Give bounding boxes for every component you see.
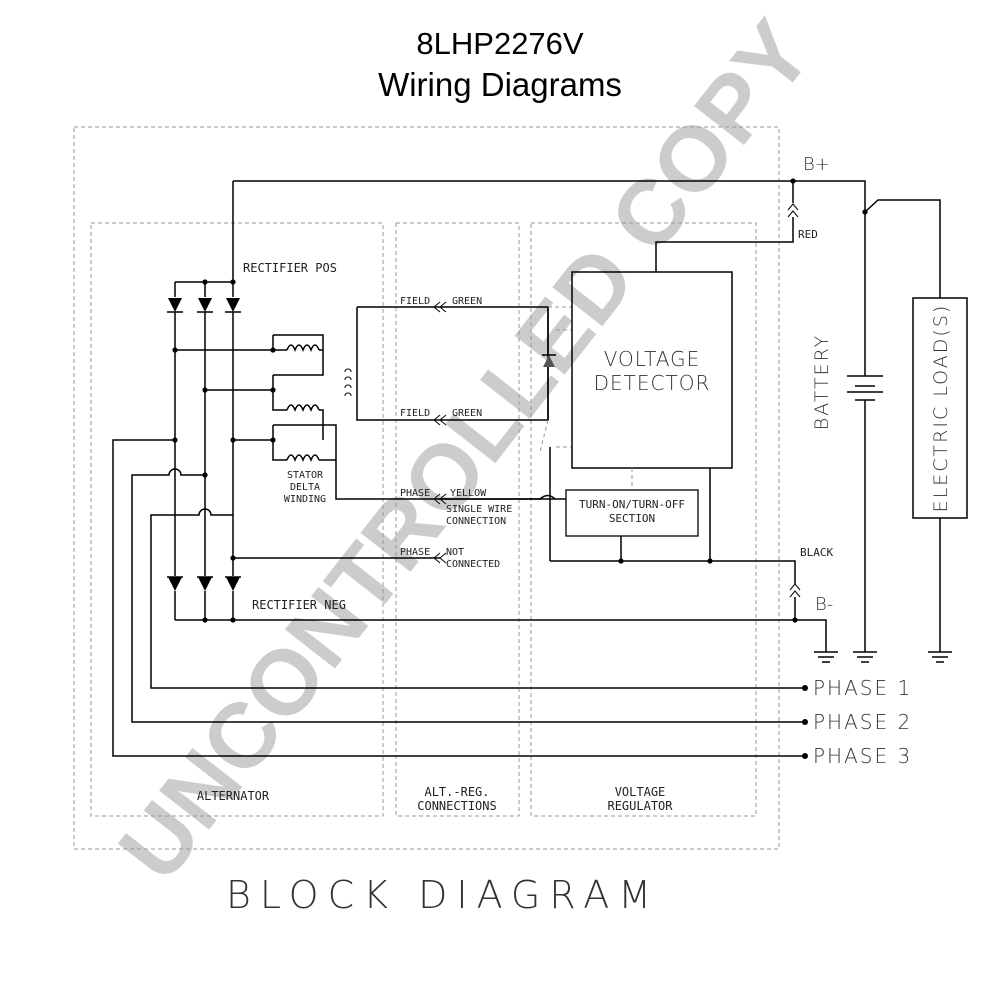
- b-minus-wiring: [175, 468, 827, 652]
- phase1-label: PHASE 1: [813, 676, 912, 700]
- connections-label-2: CONNECTIONS: [417, 799, 496, 813]
- diode-columns: [172, 312, 236, 576]
- yellow-label: YELLOW: [450, 488, 487, 499]
- turn-on-section-box: [565, 489, 699, 537]
- alternator-section: [90, 222, 384, 817]
- phase-yellow-wire: [433, 447, 566, 561]
- regulator-section: [530, 222, 757, 817]
- field-bottom-label: FIELD: [400, 408, 430, 419]
- green-top-label: GREEN: [452, 296, 482, 307]
- single-wire-label-2: CONNECTION: [446, 516, 506, 527]
- alternator-label: ALTERNATOR: [197, 789, 270, 803]
- stator-label-3: WINDING: [284, 494, 326, 505]
- stator-label-1: STATOR: [287, 470, 324, 481]
- model-title: 8LHP2276V: [416, 26, 584, 61]
- b-plus-label: B+: [803, 154, 830, 175]
- outer-border: [73, 126, 780, 850]
- connections-label-1: ALT.-REG.: [424, 785, 489, 799]
- phase2-label: PHASE 2: [813, 710, 912, 734]
- b-plus-wiring: [174, 178, 941, 360]
- turn-on-label-2: SECTION: [609, 512, 655, 525]
- phase-not-connected-wire: [233, 552, 447, 564]
- black-label: BLACK: [800, 546, 833, 559]
- not-connected-label-1: NOT: [446, 547, 464, 558]
- rectifier-pos-label: RECTIFIER POS: [243, 261, 337, 275]
- rectifier-neg-label: RECTIFIER NEG: [252, 598, 346, 612]
- not-connected-label-2: CONNECTED: [446, 559, 500, 570]
- battery-symbol: [847, 360, 883, 401]
- rectifier-neg-diodes: [167, 576, 241, 620]
- watermark-text: UNCONTROLLED COPY: [100, 3, 832, 900]
- electric-load-label: ELECTRIC LOAD(S): [930, 304, 952, 513]
- stator-label-2: DELTA: [290, 482, 320, 493]
- battery-label: BATTERY: [811, 334, 833, 430]
- block-diagram-caption: BLOCK DIAGRAM: [226, 873, 660, 917]
- connections-section: [395, 222, 520, 817]
- rectifier-pos-diodes: [167, 298, 241, 313]
- electric-load-box: [912, 297, 968, 519]
- regulator-label-2: REGULATOR: [607, 799, 673, 813]
- phase-output-wiring: [112, 439, 808, 759]
- green-bottom-label: GREEN: [452, 408, 482, 419]
- phase-yellow-label: PHASE: [400, 488, 430, 499]
- voltage-detector-label-2: DETECTOR: [594, 371, 711, 395]
- regulator-label-1: VOLTAGE: [615, 785, 666, 799]
- red-label: RED: [798, 228, 818, 241]
- ground-symbols: [814, 400, 952, 663]
- phase3-label: PHASE 3: [813, 744, 912, 768]
- page-subtitle: Wiring Diagrams: [378, 66, 622, 103]
- field-top-label: FIELD: [400, 296, 430, 307]
- voltage-detector-box: [571, 271, 733, 469]
- phase-nc-label: PHASE: [400, 547, 430, 558]
- voltage-detector-label-1: VOLTAGE: [604, 347, 701, 371]
- single-wire-label-1: SINGLE WIRE: [446, 504, 512, 515]
- field-coil: [344, 301, 572, 453]
- turn-on-label-1: TURN-ON/TURN-OFF: [579, 498, 685, 511]
- b-minus-label: B-: [815, 594, 833, 615]
